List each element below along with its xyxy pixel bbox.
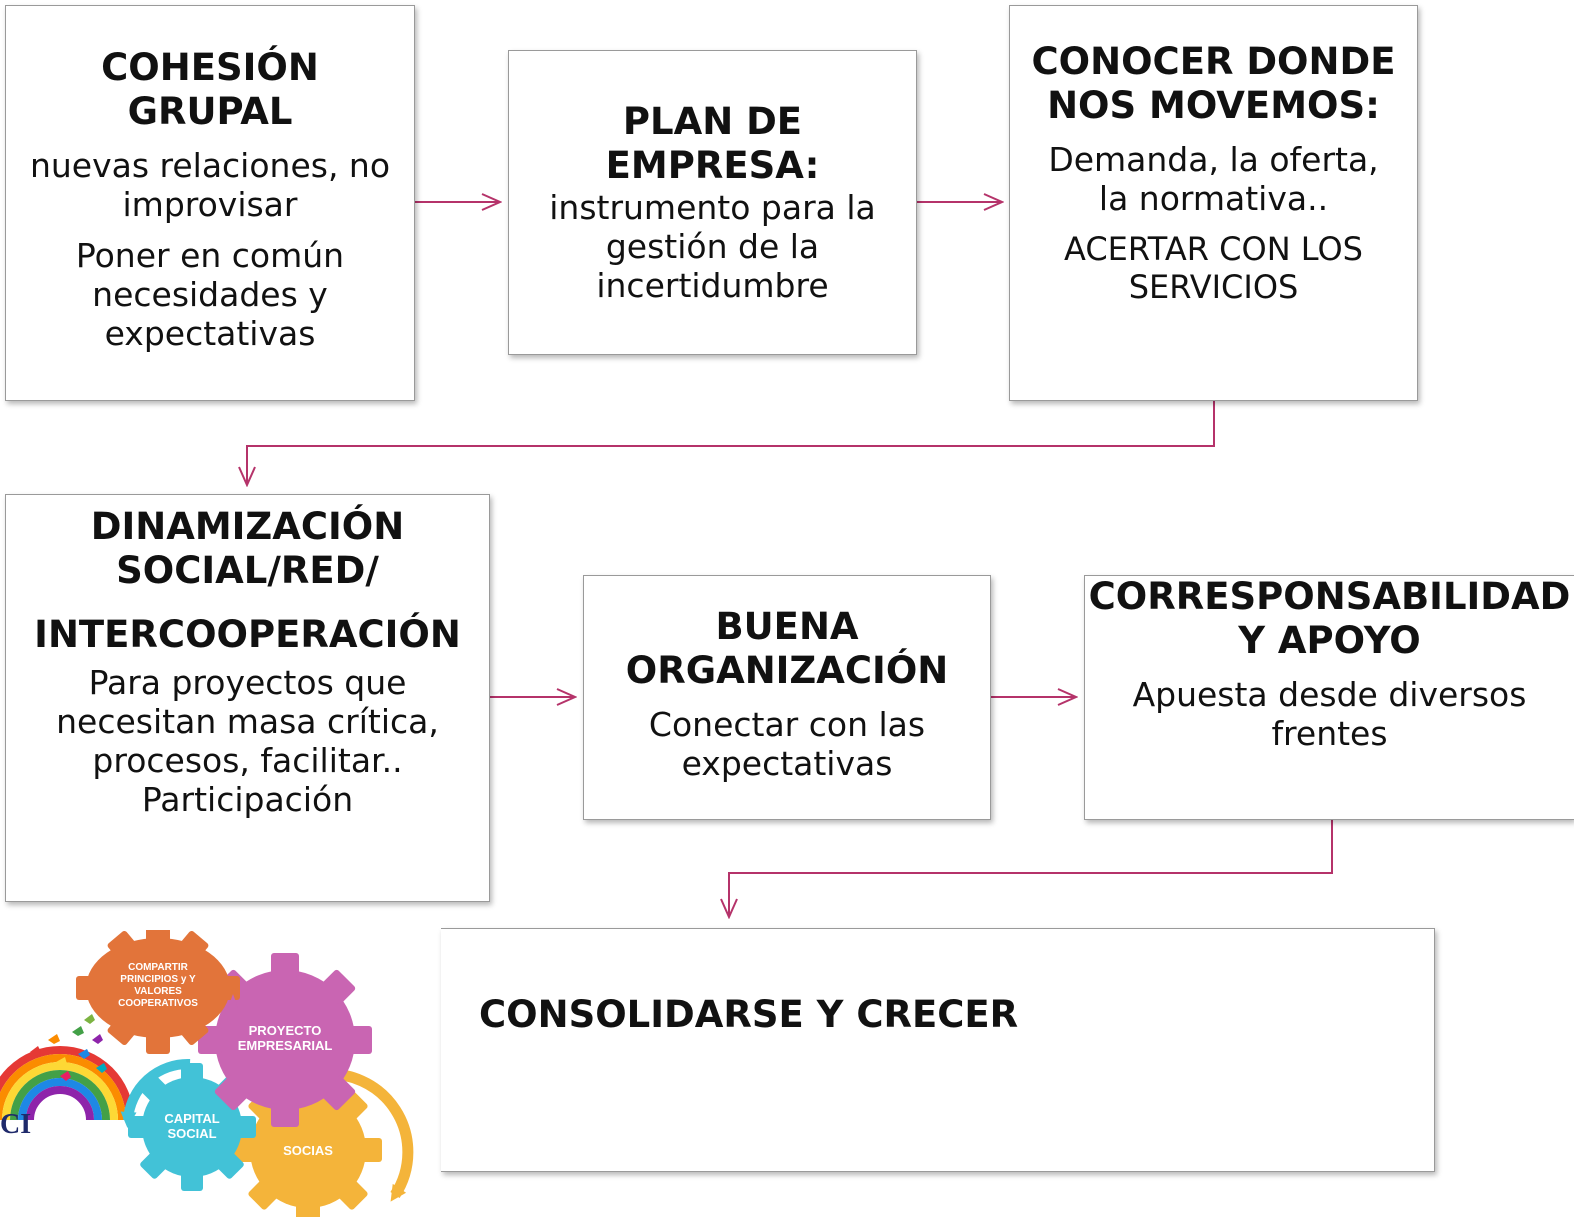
organizacion-title-line-1: BUENA: [715, 604, 859, 648]
consolidarse-title: CONSOLIDARSE Y CRECER: [479, 993, 1019, 1036]
arrow-corresponsabilidad-to-consolidarse: [729, 820, 1333, 917]
compartir-label-line-4: COOPERATIVOS: [118, 998, 198, 1009]
organizacion-text-b: expectativas: [681, 743, 893, 783]
plan-text-a: instrumento para la: [549, 188, 876, 227]
compartir-principios-gear: COMPARTIR PRINCIPIOS y Y VALORES COOPERA…: [76, 930, 240, 1054]
dinamizacion-title-line-2: SOCIAL/RED/: [116, 549, 379, 592]
rainbow-icon: [0, 1046, 134, 1121]
cohesion-text-2c: expectativas: [104, 313, 316, 353]
arrow-conocer-to-dinamizacion: [247, 401, 1215, 485]
capital-label-line-2: SOCIAL: [167, 1126, 216, 1141]
conocer-title-line-1: CONOCER DONDE: [1031, 40, 1396, 83]
box-buena-organizacion: BUENA ORGANIZACIÓN Conectar con las expe…: [583, 575, 991, 820]
cohesion-title-line-2: GRUPAL: [127, 89, 293, 133]
proyecto-label-line-1: PROYECTO: [249, 1023, 322, 1038]
conocer-title-line-2: NOS MOVEMOS:: [1047, 84, 1380, 127]
corresponsabilidad-text-a: Apuesta desde diversos: [1132, 675, 1527, 714]
dinamizacion-text-d: Participación: [141, 780, 354, 819]
small-pink-arrow-icon: [228, 994, 238, 1008]
capital-social-gear: CAPITAL SOCIAL: [128, 1063, 256, 1191]
dinamizacion-text-c: procesos, facilitar..: [92, 741, 403, 780]
conocer-text-d: SERVICIOS: [1128, 268, 1299, 306]
box-corresponsabilidad-y-apoyo: CORRESPONSABILIDAD Y APOYO Apuesta desde…: [1084, 575, 1574, 820]
compartir-label-line-2: PRINCIPIOS y Y: [120, 974, 196, 985]
plan-title-line-1: PLAN DE: [622, 100, 803, 143]
box-plan-de-empresa: PLAN DE EMPRESA: instrumento para la ges…: [508, 50, 917, 355]
corresponsabilidad-title-line-1: CORRESPONSABILIDAD: [1088, 575, 1571, 618]
compartir-label-line-1: COMPARTIR: [128, 962, 189, 973]
capital-label-line-1: CAPITAL: [164, 1111, 219, 1126]
plan-text-b: gestión de la: [605, 227, 820, 266]
dinamizacion-text-b: necesitan masa crítica,: [56, 702, 439, 741]
birds-icon: [30, 1014, 107, 1081]
cohesion-text-2a: Poner en común: [75, 235, 345, 275]
organizacion-title-line-2: ORGANIZACIÓN: [625, 648, 949, 692]
teal-cycle-arrow-icon: [120, 1058, 191, 1128]
proyecto-label-line-2: EMPRESARIAL: [238, 1038, 333, 1053]
cooperative-gears-illustration: CI SOCIAS: [0, 930, 414, 1217]
socias-label: SOCIAS: [283, 1143, 333, 1158]
conocer-text-a: Demanda, la oferta,: [1048, 140, 1379, 179]
conocer-text-b: la normativa..: [1098, 179, 1329, 218]
box-consolidarse-y-crecer: CONSOLIDARSE Y CRECER: [441, 928, 1435, 1172]
cohesion-text-1b: improvisar: [122, 184, 298, 224]
box-dinamizacion-social: DINAMIZACIÓN SOCIAL/RED/ INTERCOOPERACIÓ…: [5, 494, 490, 902]
box-cohesion-grupal: COHESIÓN GRUPAL nuevas relaciones, no im…: [5, 5, 415, 401]
compartir-label-line-3: VALORES: [134, 986, 182, 997]
organizacion-text-a: Conectar con las: [648, 704, 926, 744]
rainbow-logo-letters: CI: [0, 1109, 31, 1140]
box-conocer-donde-nos-movemos: CONOCER DONDE NOS MOVEMOS: Demanda, la o…: [1009, 5, 1418, 401]
cohesion-text-1a: nuevas relaciones, no: [29, 145, 391, 185]
cohesion-text-2b: necesidades y: [92, 274, 328, 314]
dinamizacion-title-line-3: INTERCOOPERACIÓN: [34, 613, 461, 656]
corresponsabilidad-text-b: frentes: [1271, 714, 1388, 753]
plan-text-c: incertidumbre: [596, 266, 829, 305]
plan-title-line-2: EMPRESA:: [605, 144, 820, 187]
corresponsabilidad-title-line-2: Y APOYO: [1238, 619, 1421, 662]
dinamizacion-title-line-1: DINAMIZACIÓN: [90, 505, 405, 548]
cohesion-title-line-1: COHESIÓN: [101, 45, 319, 89]
dinamizacion-text-a: Para proyectos que: [88, 663, 407, 702]
conocer-text-c: ACERTAR CON LOS: [1064, 230, 1363, 268]
